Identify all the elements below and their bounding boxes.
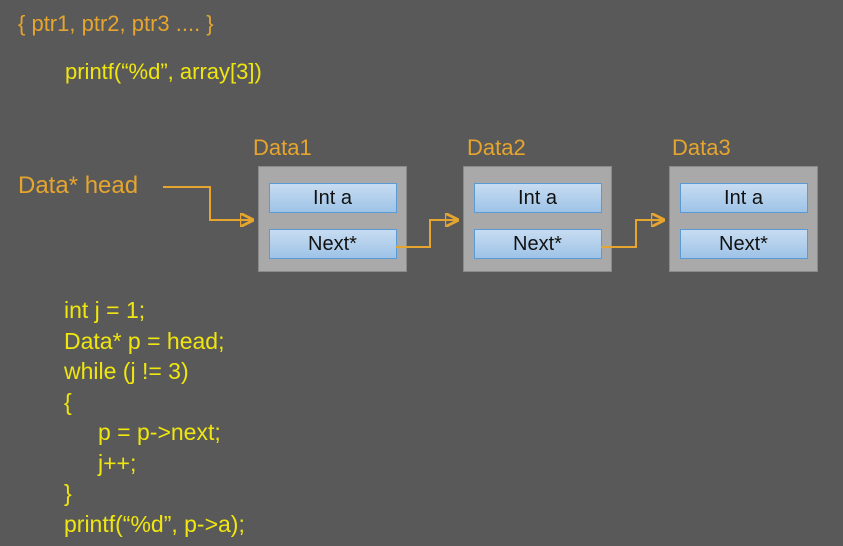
node2-box: Int a Next* — [463, 166, 612, 272]
node2-field-int-a: Int a — [473, 183, 602, 213]
node1-box: Int a Next* — [258, 166, 407, 272]
node2-field-next: Next* — [473, 229, 602, 259]
node1-field-next: Next* — [268, 229, 397, 259]
node2-label: Data2 — [467, 135, 526, 160]
node3-box: Int a Next* — [669, 166, 818, 272]
code-line: j++; — [98, 449, 137, 476]
node1-field-int-a: Int a — [268, 183, 397, 213]
code-line: } — [64, 480, 72, 506]
code-line: int j = 1; — [64, 297, 146, 323]
code-line: { — [64, 388, 72, 415]
node3-field-int-a: Int a — [679, 183, 808, 213]
code-block: int j = 1; Data* p = head; while (j != 3… — [64, 295, 245, 539]
pointer-set-text: { ptr1, ptr2, ptr3 .... } — [18, 11, 214, 36]
node1-label: Data1 — [253, 135, 312, 160]
node3-field-next: Next* — [679, 229, 808, 259]
code-line: while (j != 3) — [64, 358, 189, 384]
printf-array-text: printf(“%d”, array[3]) — [65, 59, 262, 84]
node3-label: Data3 — [672, 135, 731, 160]
code-line: Data* p = head; — [64, 327, 225, 354]
code-line: p = p->next; — [98, 419, 221, 445]
head-arrow — [163, 186, 251, 220]
head-pointer-label: Data* head — [18, 172, 139, 199]
code-line: printf(“%d”, p->a); — [64, 510, 245, 537]
